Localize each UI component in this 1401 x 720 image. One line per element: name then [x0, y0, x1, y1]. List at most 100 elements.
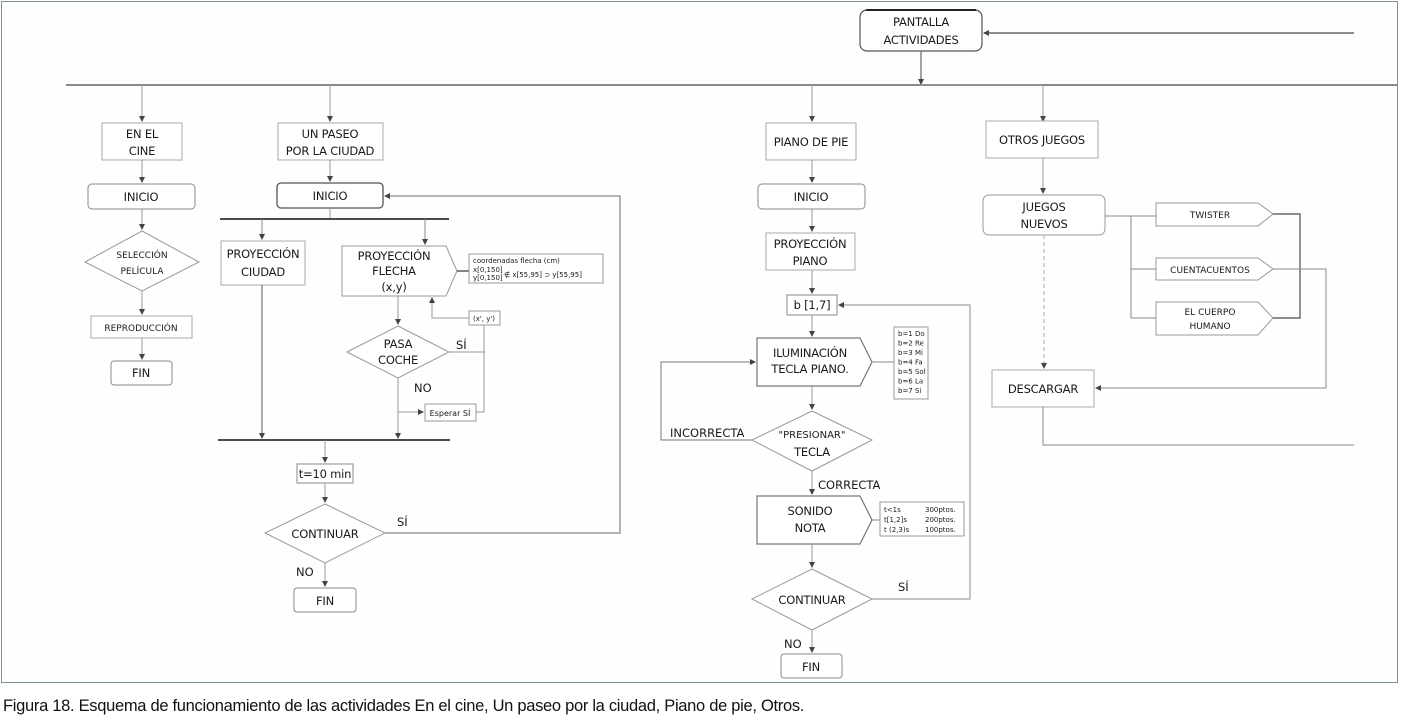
- pasa-coche-no-label: NO: [414, 381, 432, 395]
- score-time: t[1,2]s: [884, 516, 907, 524]
- note-scores: t<1s 300ptos. t[1,2]s 200ptos. t (2,3)s 100pt…: [879, 501, 965, 537]
- node-reproduccion: REPRODUCCIÓN: [90, 315, 193, 339]
- paseo-title-1: UN PASEO: [302, 127, 359, 141]
- node-paseo-inicio: INICIO: [276, 182, 384, 209]
- iluminacion-label-2: TECLA PIANO.: [770, 362, 848, 376]
- piano-continuar-label: CONTINUAR: [778, 593, 845, 607]
- connector: [429, 297, 469, 319]
- node-proyeccion-flecha: PROYECCIÓN FLECHA (x,y): [341, 245, 458, 297]
- node-piano-fin: FIN: [780, 653, 843, 679]
- paseo-continuar-label: CONTINUAR: [291, 527, 358, 541]
- juegos-label-2: NUEVOS: [1020, 217, 1067, 231]
- node-iluminacion: ILUMINACIÓN TECLA PIANO.: [756, 337, 873, 387]
- note-item: b=7 Si: [898, 387, 921, 395]
- root-label-1: PANTALLA: [893, 15, 949, 29]
- piano-fin-label: FIN: [802, 660, 820, 674]
- proy-piano-label-1: PROYECCIÓN: [774, 236, 847, 251]
- node-pantalla-actividades: PANTALLA ACTIVIDADES: [859, 9, 983, 52]
- figure-caption: Figura 18. Esquema de funcionamiento de …: [3, 697, 805, 715]
- coords-x: x[0,150]: [473, 266, 503, 274]
- note-item: b=3 Mi: [898, 349, 923, 357]
- root-label-2: ACTIVIDADES: [883, 33, 958, 47]
- cuentacuentos-label: CUENTACUENTOS: [1170, 266, 1250, 276]
- note-item: b=2 Re: [898, 340, 924, 348]
- node-un-paseo: UN PASEO POR LA CIUDAD: [277, 122, 384, 161]
- paseo-inicio-label: INICIO: [313, 189, 348, 203]
- node-proyeccion-ciudad: PROYECCIÓN CIUDAD: [220, 240, 306, 286]
- note-item: b=4 Fa: [898, 359, 923, 367]
- cine-title-2: CINE: [129, 144, 156, 158]
- cine-fin-label: FIN: [132, 366, 150, 380]
- node-paseo-continuar: CONTINUAR: [263, 503, 387, 564]
- piano-inicio-label: INICIO: [794, 190, 829, 204]
- piano-continuar-si-label: SÍ: [898, 579, 909, 594]
- piano-continuar-no-label: NO: [784, 637, 802, 651]
- score-time: t (2,3)s: [884, 526, 910, 534]
- node-b-range: b [1,7]: [786, 294, 838, 316]
- node-en-el-cine: EN EL CINE: [101, 122, 183, 161]
- node-presionar-tecla: "PRESIONAR" TECLA: [750, 410, 874, 472]
- node-descargar: DESCARGAR: [991, 369, 1095, 408]
- proy-piano-label-2: PIANO: [793, 254, 828, 268]
- node-el-cuerpo-humano: EL CUERPO HUMANO: [1155, 301, 1274, 336]
- cine-title-1: EN EL: [126, 127, 159, 141]
- node-seleccion-pelicula: SELECCIÓN PELÍCULA: [83, 230, 201, 292]
- node-esperar-si: Esperar SÍ: [424, 403, 477, 422]
- timer-label: t=10 min: [299, 467, 352, 481]
- connector: [1095, 268, 1327, 391]
- paseo-continuar-si-label: SÍ: [397, 514, 408, 529]
- node-juegos-nuevos: JUEGOS NUEVOS: [982, 194, 1106, 236]
- proy-ciudad-label-2: CIUDAD: [241, 265, 285, 279]
- coords-condition: ∉ x[55,95] ⊃ y[55,95]: [504, 271, 582, 279]
- pasa-coche-label-2: COCHE: [378, 353, 418, 367]
- proy-ciudad-label-1: PROYECCIÓN: [227, 246, 300, 261]
- descargar-label: DESCARGAR: [1008, 382, 1078, 396]
- juegos-label-1: JUEGOS: [1021, 200, 1065, 214]
- xy-prime-label: (x', y'): [473, 315, 495, 323]
- paseo-continuar-no-label: NO: [296, 565, 314, 579]
- note-item: b=1 Do: [898, 330, 925, 338]
- cine-inicio-label: INICIO: [124, 190, 159, 204]
- node-piano-continuar: CONTINUAR: [750, 568, 874, 631]
- score-points: 200ptos.: [925, 516, 956, 524]
- flowchart: PANTALLA ACTIVIDADES EN EL CINE INICIO S…: [66, 9, 1398, 679]
- note-item: b=6 La: [898, 378, 923, 386]
- node-timer: t=10 min: [296, 463, 354, 484]
- node-piano-inicio: INICIO: [757, 183, 866, 210]
- connector: [476, 325, 485, 413]
- return-line-bottom: [1042, 407, 1354, 446]
- incorrecta-loop-line: [660, 359, 756, 441]
- note-coordenadas: coordenadas flecha (cm) x[0,150] y[0,150…: [468, 253, 604, 284]
- proy-flecha-label-3: (x,y): [381, 280, 406, 294]
- paseo-fin-label: FIN: [316, 594, 334, 608]
- node-twister: TWISTER: [1155, 202, 1274, 227]
- connector: [921, 84, 1046, 122]
- node-sonido-nota: SONIDO NOTA: [756, 495, 873, 545]
- incorrecta-label: INCORRECTA: [670, 426, 744, 440]
- node-pasa-coche: PASA COCHE: [345, 325, 451, 379]
- paseo-title-2: POR LA CIUDAD: [286, 144, 375, 158]
- node-proyeccion-piano: PROYECCIÓN PIANO: [765, 232, 856, 271]
- reproduccion-label: REPRODUCCIÓN: [104, 322, 177, 334]
- score-points: 300ptos.: [925, 506, 956, 514]
- node-otros-juegos: OTROS JUEGOS: [985, 120, 1099, 159]
- piano-loop-back-line: [838, 302, 971, 600]
- iluminacion-label-1: ILUMINACIÓN: [773, 345, 847, 360]
- score-time: t<1s: [884, 506, 901, 514]
- correcta-label: CORRECTA: [818, 478, 880, 492]
- connector: [1273, 213, 1301, 319]
- score-points: 100ptos.: [925, 526, 956, 534]
- cuerpo-label-2: HUMANO: [1189, 322, 1230, 332]
- loop-back-line: [384, 193, 621, 534]
- coords-y: y[0,150]: [473, 274, 503, 282]
- node-paseo-fin: FIN: [293, 587, 357, 613]
- sonido-label-1: SONIDO: [787, 504, 832, 518]
- coords-title: coordenadas flecha (cm): [473, 257, 560, 265]
- esperar-label: Esperar SÍ: [430, 407, 471, 418]
- seleccion-label-1: SELECCIÓN: [116, 249, 167, 261]
- b-range-label: b [1,7]: [794, 298, 831, 312]
- otros-title: OTROS JUEGOS: [999, 133, 1085, 147]
- sonido-label-2: NOTA: [795, 521, 826, 535]
- pasa-coche-label-1: PASA: [384, 337, 413, 351]
